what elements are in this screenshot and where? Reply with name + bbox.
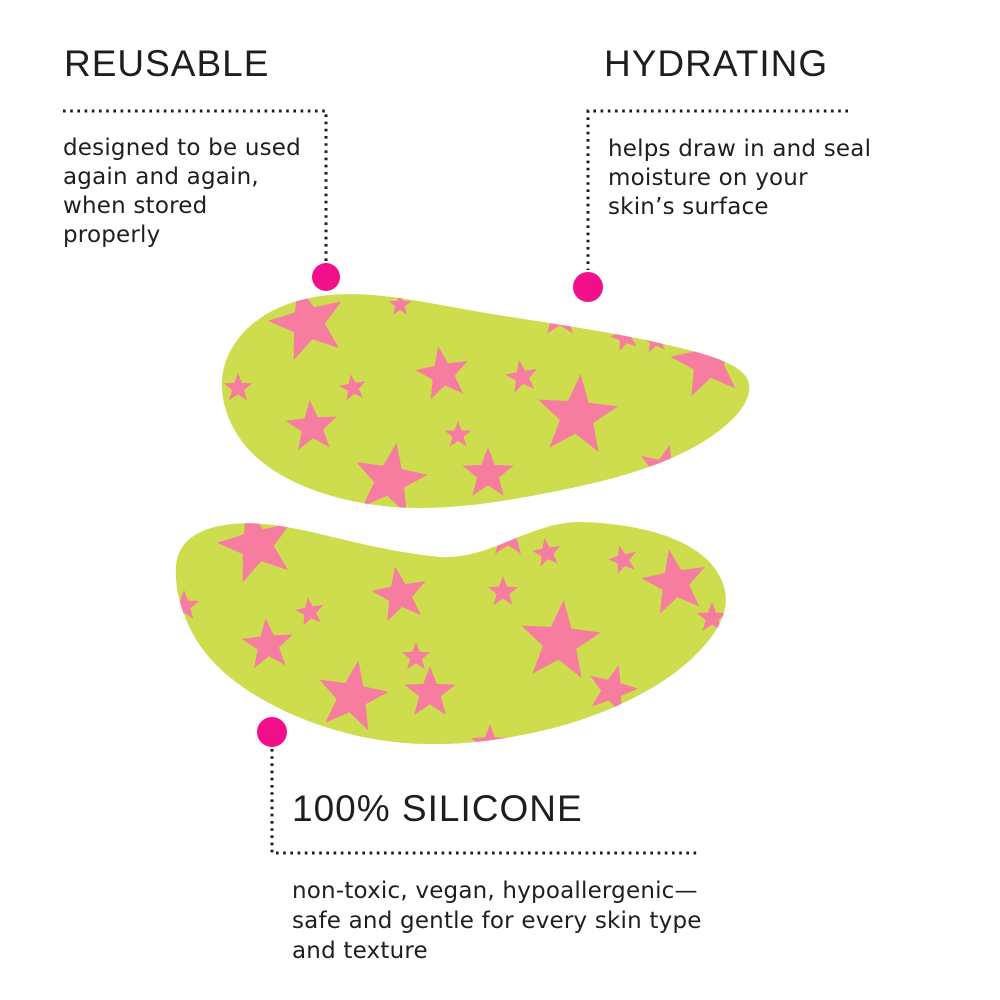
reusable-heading: REUSABLE [64, 43, 270, 84]
eye-patch-top-shape [221, 294, 750, 508]
eye-patch-bottom-shape [175, 522, 726, 745]
silicone-connector [257, 717, 697, 855]
reusable-connector-line [63, 109, 328, 261]
hydrating-connector-line [586, 109, 848, 270]
hydrating-heading: HYDRATING [604, 43, 829, 84]
eye-patch-top [221, 294, 750, 508]
reusable-connector [63, 109, 340, 291]
hydrating-connector [573, 109, 848, 302]
silicone-dot [257, 717, 287, 747]
reusable-description: designed to be used again and again, whe… [63, 135, 301, 248]
reusable-dot [312, 263, 340, 291]
silicone-description: non-toxic, vegan, hypoallergenic— safe a… [292, 878, 702, 964]
silicone-heading: 100% SILICONE [292, 788, 583, 829]
hydrating-description: helps draw in and seal moisture on your … [608, 136, 872, 220]
hydrating-dot [573, 272, 603, 302]
eye-patch-bottom [175, 522, 726, 745]
